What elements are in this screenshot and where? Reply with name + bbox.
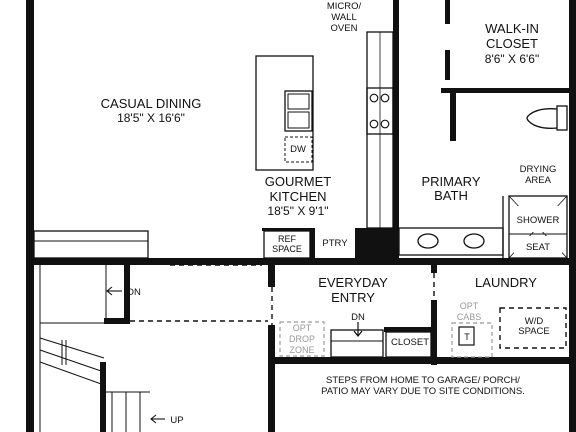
stair-dn-label: DN: [127, 287, 141, 298]
room-labels: CASUAL DINING 18'5" X 16'6" GOURMET KITC…: [101, 21, 540, 305]
toilet-room-wall: [450, 93, 456, 141]
micro-label-line2: WALL: [331, 12, 357, 23]
seat-label: SEAT: [526, 242, 550, 253]
burner: [369, 93, 379, 103]
kitchen-size: 18'5" X 9'1": [267, 204, 328, 218]
stair-up-label: UP: [170, 415, 183, 426]
casual-dining-size: 18'5" X 16'6": [117, 111, 185, 125]
ref-label-line1: REF: [278, 234, 297, 244]
sink: [463, 233, 485, 249]
washer-dryer-space: [499, 307, 567, 349]
toilet: [526, 105, 568, 131]
entry-name-line2: ENTRY: [331, 290, 375, 305]
dishwasher-outline: [284, 136, 313, 163]
island-sink: [284, 90, 313, 132]
opt-drop-label-line1: OPT: [293, 323, 312, 333]
entry-fixtures: [130, 273, 567, 358]
stair-winder: [39, 337, 105, 359]
laundry-name: LAUNDRY: [475, 275, 537, 290]
ref-top-wall: [262, 228, 312, 231]
laundry-left-wall: [431, 300, 437, 365]
site-note: STEPS FROM HOME TO GARAGE/ PORCH/ PATIO …: [321, 375, 525, 397]
drying-label-line1: DRYING: [520, 164, 557, 175]
right-exterior-wall: [569, 0, 576, 432]
entry-name-line1: EVERYDAY: [318, 275, 388, 290]
opt-drop-zone: [279, 321, 325, 357]
micro-label-line1: MICRO/: [327, 1, 362, 12]
left-exterior-wall: [26, 0, 34, 432]
stair-winder: [39, 361, 105, 386]
closet-name-line2: CLOSET: [486, 36, 538, 51]
dw-label: DW: [290, 144, 306, 155]
stair-landing-wall: [104, 318, 130, 324]
lower-wall: [268, 357, 569, 364]
opt-cabs-label-line2: CABS: [457, 312, 482, 322]
bath-name-line2: BATH: [434, 188, 468, 203]
mid-wall-left: [34, 258, 274, 265]
mid-wall-right: [272, 258, 569, 265]
entry-closet: [385, 331, 432, 358]
cooktop: [366, 87, 394, 135]
kitchen-name-line1: GOURMET: [265, 174, 332, 189]
laundry-left-wall-top: [431, 265, 437, 273]
entry-left-wall-top: [268, 265, 275, 287]
closet-label: CLOSET: [391, 337, 429, 348]
wd-label-line1: W/D: [525, 316, 544, 327]
island-sink-basin-top: [287, 93, 310, 110]
ref-label-line2: SPACE: [272, 244, 302, 254]
bath-fixtures: [398, 105, 568, 259]
note-line1: STEPS FROM HOME TO GARAGE/ PORCH/: [326, 375, 520, 386]
stairs: [39, 265, 165, 432]
closet-size: 8'6" X 6'6": [485, 52, 539, 66]
fixture-labels: MICRO/ WALL OVEN DW REF SPACE PTRY DRYIN…: [127, 1, 559, 426]
stair-divider-wall: [124, 265, 130, 323]
stair-up-arrowhead: [150, 414, 157, 424]
walls: [26, 0, 576, 432]
kitchen-island: [255, 55, 314, 171]
pantry-left-wall: [310, 228, 315, 258]
closet-left-wall-mid: [445, 50, 450, 80]
dn-arrowhead: [353, 330, 363, 337]
opt-cabs-label-line1: OPT: [460, 301, 479, 311]
refrigerator-space: [263, 230, 311, 259]
closet-bottom-wall: [441, 88, 569, 93]
closet-name-line1: WALK-IN: [485, 21, 539, 36]
opt-cabs: [451, 322, 493, 358]
island-sink-basin-bottom: [287, 111, 310, 129]
kitchen-name-line2: KITCHEN: [269, 189, 326, 204]
casual-dining-name: CASUAL DINING: [101, 96, 202, 111]
pantry-wall-block: [355, 228, 399, 258]
note-line2: PATIO MAY VARY DUE TO SITE CONDITIONS.: [321, 386, 525, 397]
seat-label-bg: [514, 236, 562, 254]
vanity: [398, 227, 504, 256]
closet-top-wall: [384, 327, 434, 332]
drying-label-line2: AREA: [525, 175, 552, 186]
entry-dn-label: DN: [351, 312, 365, 323]
entry-left-wall-bottom: [268, 325, 275, 432]
wd-label-line2: SPACE: [518, 326, 550, 337]
stair-lower-wall: [100, 362, 106, 432]
burner: [380, 93, 390, 103]
stair-dn-arrowhead: [106, 286, 113, 296]
micro-label-line3: OVEN: [331, 23, 358, 34]
stair-winder: [39, 349, 105, 373]
shower-label-bg: [511, 206, 565, 232]
opt-drop-label-line3: ZONE: [289, 345, 314, 355]
burner: [380, 119, 390, 129]
pantry-label: PTRY: [322, 238, 348, 249]
bath-name-line1: PRIMARY: [422, 174, 481, 189]
cab-t-label: T: [464, 332, 470, 342]
entry-steps: [330, 329, 384, 358]
dining-bench: [33, 230, 149, 259]
burner: [369, 119, 379, 129]
sink: [417, 233, 439, 249]
utility-sink: [458, 326, 475, 346]
closet-left-wall-top: [445, 0, 450, 24]
shower-label: SHOWER: [517, 215, 560, 226]
shower: [508, 195, 568, 259]
kitchen-fixtures: [33, 31, 394, 266]
opt-drop-label-line2: DROP: [289, 334, 315, 344]
kitchen-bath-wall: [393, 0, 399, 255]
